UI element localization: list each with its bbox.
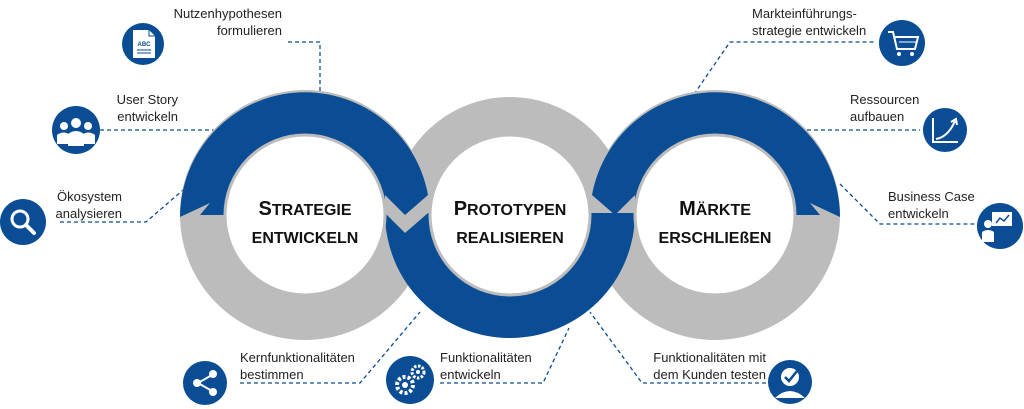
- prototype-title-line1: PROTOTYPEN: [454, 198, 567, 220]
- kunden-label-line1: Funktionalitäten mit: [653, 350, 766, 365]
- markets-title-line1: MÄRKTE: [679, 198, 751, 220]
- business-label-line2: entwickeln: [888, 206, 949, 221]
- userstory-label-line2: entwickeln: [117, 109, 178, 124]
- presentation-icon: [977, 203, 1023, 249]
- prototype-circle: [428, 133, 592, 297]
- strategy-title-line1: STRATEGIE: [258, 198, 351, 220]
- strategy-title-line2: ENTWICKELN: [252, 230, 359, 247]
- markt-label-line1: Markteinführungs-: [752, 6, 857, 21]
- nutzen-label-line2: formulieren: [217, 23, 282, 38]
- nutzen-label-line1: Nutzenhypothesen: [174, 6, 282, 21]
- strategy-circle: [223, 133, 387, 297]
- markt-label-line2: strategie entwickeln: [752, 23, 866, 38]
- ressourcen-label-line2: aufbauen: [850, 109, 904, 124]
- business-label-line1: Business Case: [888, 189, 975, 204]
- funktion-label-line1: Funktionalitäten: [440, 350, 532, 365]
- share-icon: [183, 361, 227, 405]
- prototype-title-line2: REALISIEREN: [456, 230, 564, 247]
- center-titles: STRATEGIE ENTWICKELN PROTOTYPEN REALISIE…: [252, 198, 772, 247]
- user-check-icon: [768, 360, 812, 404]
- markets-circle: [633, 133, 797, 297]
- shopping-cart-icon: [879, 20, 925, 66]
- svg-text:ABC: ABC: [138, 42, 152, 48]
- funktion-label-line2: entwickeln: [440, 367, 501, 382]
- kern-label-line1: Kernfunktionalitäten: [240, 350, 355, 365]
- document-abc-icon: ABC: [122, 23, 164, 65]
- magnifier-icon: [0, 199, 46, 245]
- gears-icon: [386, 356, 434, 404]
- connector-lines: [60, 41, 978, 384]
- userstory-label-line1: User Story: [117, 92, 179, 107]
- user-group-icon: [52, 106, 100, 154]
- ressourcen-label-line1: Ressourcen: [850, 92, 919, 107]
- step-labels: Nutzenhypothesen formulieren User Story …: [56, 6, 975, 382]
- inner-circles: [223, 133, 797, 297]
- kern-label-line2: bestimmen: [240, 367, 304, 382]
- kunden-label-line2: dem Kunden testen: [653, 367, 766, 382]
- oekosystem-label-line2: analysieren: [56, 206, 123, 221]
- markets-title-line2: ERSCHLIEßEN: [659, 230, 772, 247]
- oekosystem-label-line1: Ökosystem: [57, 189, 122, 204]
- growth-chart-icon: [923, 108, 967, 152]
